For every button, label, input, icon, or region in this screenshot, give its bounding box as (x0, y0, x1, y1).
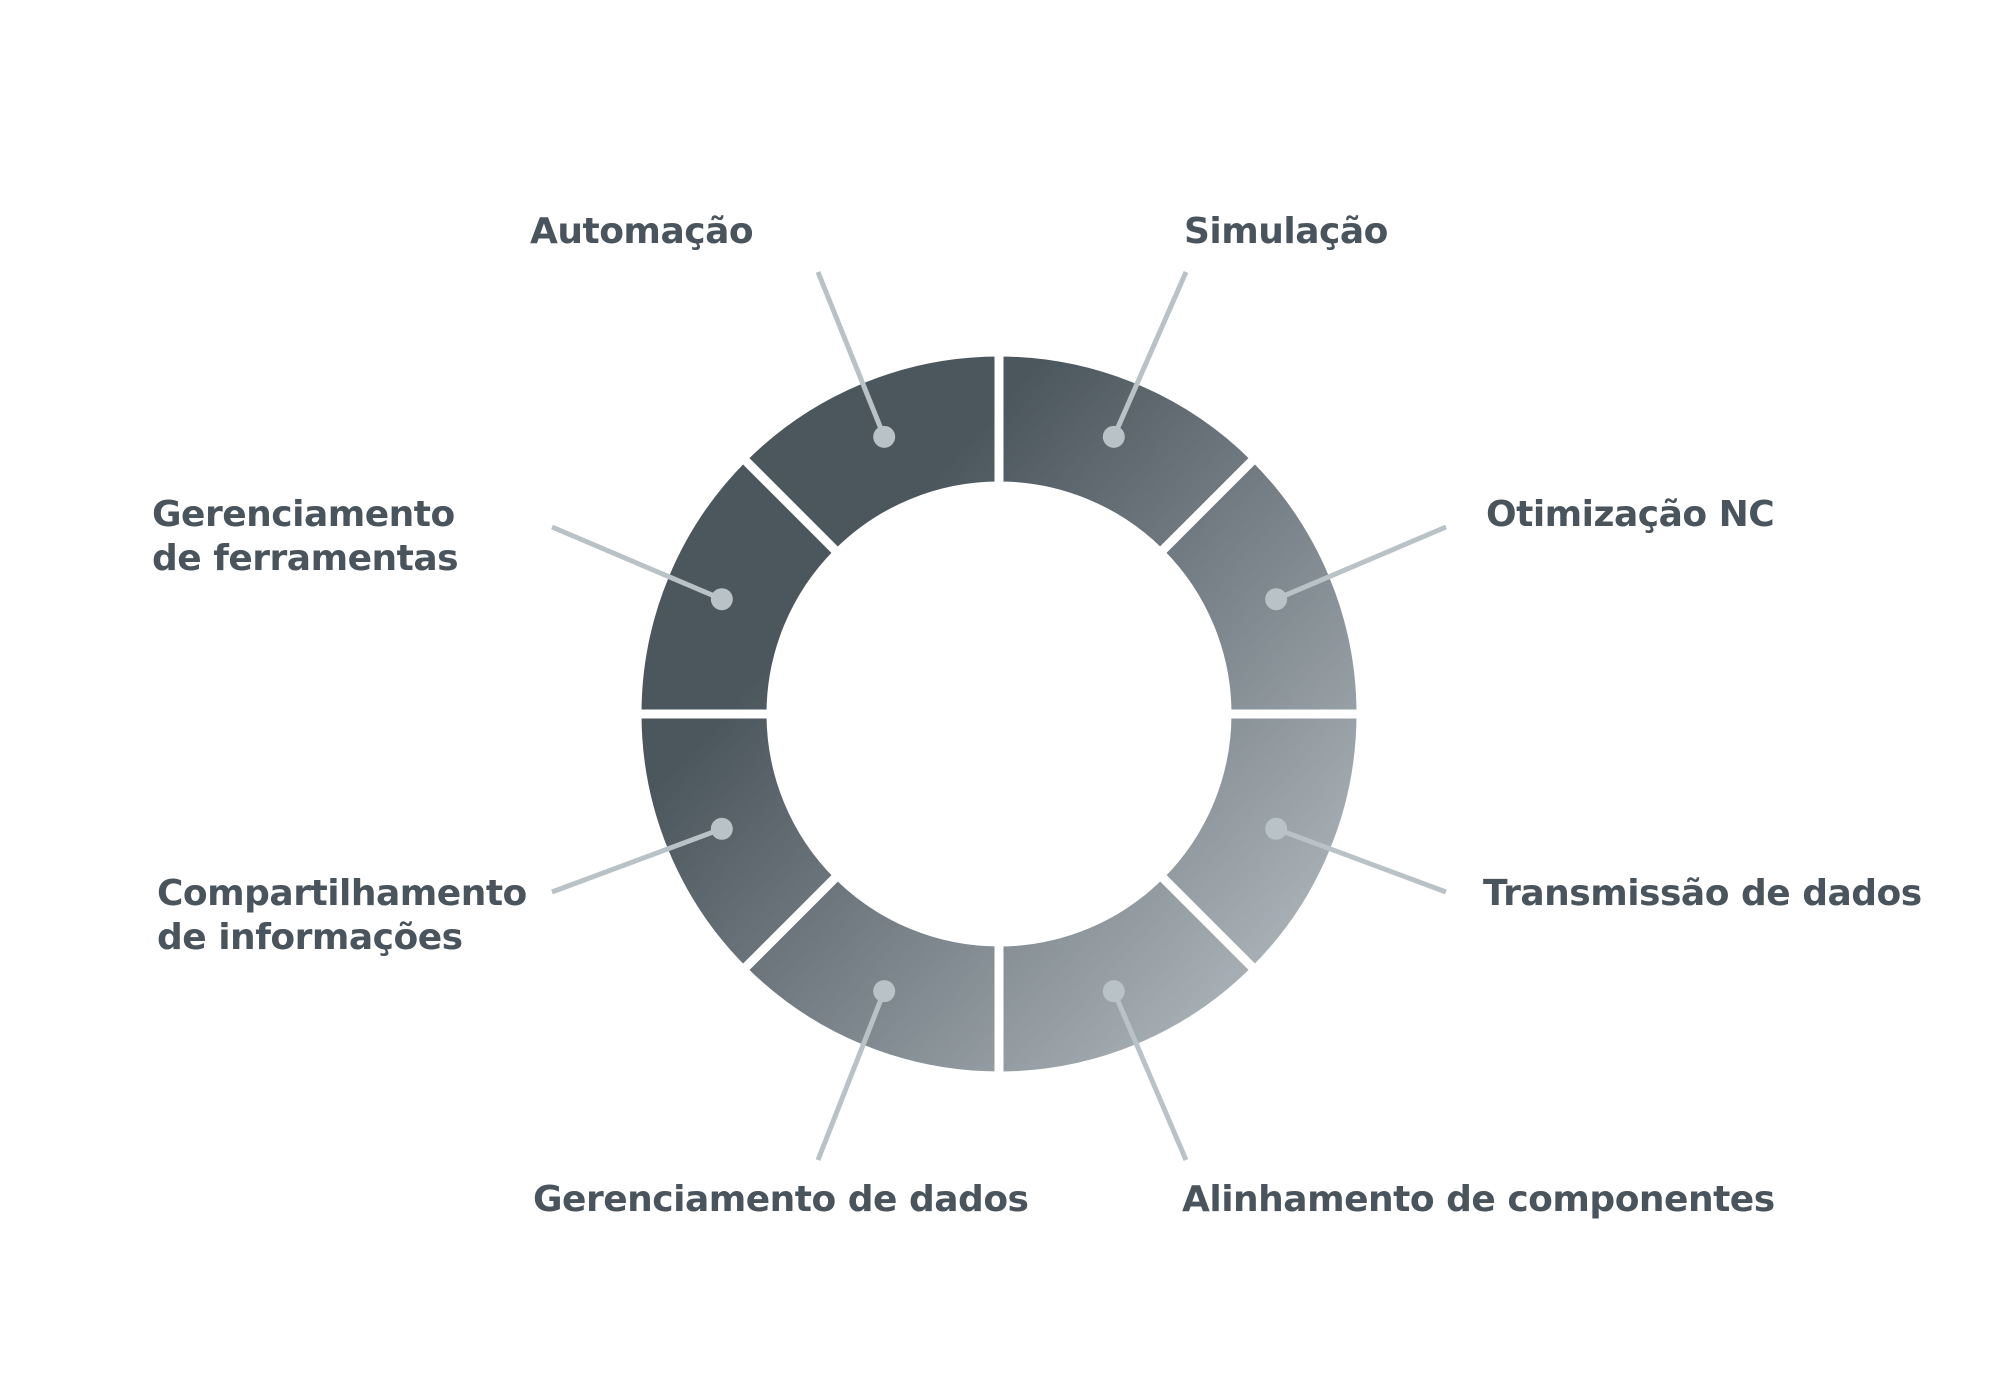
leader-dot-gerenciamento-de-ferramentas (710, 588, 733, 611)
label-line: de ferramentas (152, 538, 459, 579)
leader-dot-gerenciamento-de-dados (873, 980, 896, 1003)
label-transmissao-de-dados: Transmissão de dados (1483, 872, 1922, 916)
leader-line-automacao (815, 271, 887, 438)
label-automacao: Automação (530, 210, 754, 254)
label-line: Alinhamento de componentes (1182, 1179, 1775, 1220)
leader-line-alinhamento-de-componentes (1111, 990, 1189, 1161)
leader-dot-transmissao-de-dados (1265, 817, 1288, 840)
label-line: Gerenciamento de dados (533, 1179, 1029, 1220)
label-simulacao: Simulação (1184, 210, 1388, 254)
leader-line-transmissao-de-dados (1275, 826, 1447, 895)
label-otimizacao-nc: Otimização NC (1486, 493, 1775, 537)
leader-line-gerenciamento-de-dados (815, 990, 887, 1161)
leader-line-compartilhamento-de-informacoes (551, 826, 723, 895)
segment-automacao (736, 347, 1004, 560)
label-line: Transmissão de dados (1483, 873, 1922, 914)
leaders-layer (551, 270, 1447, 1161)
label-alinhamento-de-componentes: Alinhamento de componentes (1182, 1178, 1775, 1222)
leader-dot-automacao (873, 425, 896, 448)
label-line: Compartilhamento (157, 873, 527, 914)
label-line: Automação (530, 211, 754, 252)
label-line: Otimização NC (1486, 494, 1775, 535)
label-gerenciamento-de-dados: Gerenciamento de dados (533, 1178, 1029, 1222)
leader-line-otimizacao-nc (1275, 524, 1447, 602)
leader-dot-simulacao (1102, 425, 1125, 448)
segments-layer (632, 347, 1366, 1081)
label-line: de informações (157, 917, 463, 958)
leader-dot-alinhamento-de-componentes (1102, 980, 1125, 1003)
leader-line-simulacao (1111, 270, 1189, 438)
leader-dot-otimizacao-nc (1265, 588, 1288, 611)
leader-line-gerenciamento-de-ferramentas (551, 524, 723, 602)
label-line: Simulação (1184, 211, 1388, 252)
label-line: Gerenciamento (152, 494, 455, 535)
leader-dot-compartilhamento-de-informacoes (710, 817, 733, 840)
